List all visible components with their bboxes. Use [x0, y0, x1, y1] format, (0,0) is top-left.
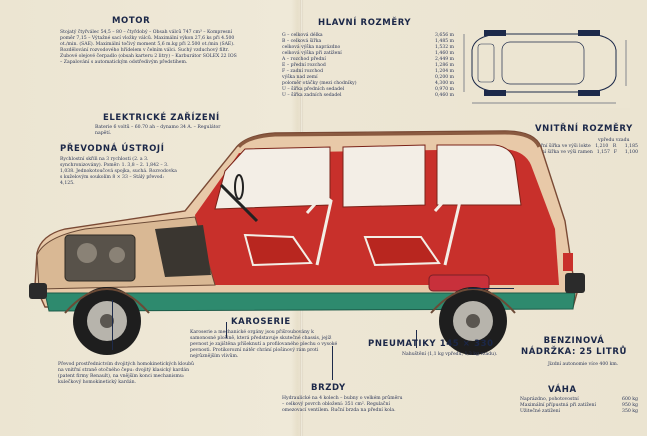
- weight-list-row: Maximální přípustná při zatížení 950 kg: [520, 403, 638, 409]
- front-seat: [243, 233, 313, 267]
- leader-line-tyres: [416, 330, 417, 348]
- body-text: Karoserie a mechanické orgány jsou přišr…: [190, 330, 338, 359]
- dim-list-v: 4,300 m: [435, 81, 454, 86]
- int-list-k: Vnitřní šířka ve výši lokte: [531, 144, 591, 149]
- dim-list-row: poloměr otáčky (mezi chodníky) 4,300 m: [282, 81, 454, 87]
- dim-list-row: celková výška při zatížení 1,460 m: [282, 51, 454, 57]
- dim-list-row: U – šířka zadních sedadel 0,460 m: [282, 93, 454, 99]
- weight-list-k: Maximální přípustná při zatížení: [520, 403, 596, 408]
- int-list-v2: 1,185: [624, 144, 638, 149]
- steering-column: [219, 183, 259, 223]
- rear-wheel: [439, 287, 507, 355]
- dim-list-row: U – šířka předních sedadel 0,970 m: [282, 87, 454, 93]
- top-view-diagram: [458, 20, 630, 108]
- dim-list-v: 1,460 m: [435, 51, 454, 56]
- transmission-text: Rychlostní skříň na 3 rychlosti (2. a 3.…: [60, 157, 177, 186]
- brakes-text: Hydraulické na 4 kolech – bubny o velkém…: [282, 396, 403, 413]
- dim-list-k: celková výška při zatížení: [282, 51, 342, 56]
- leader-line-tank: [468, 288, 514, 289]
- weight-list-v: 350 kg: [622, 409, 638, 414]
- dim-list-row: výška nad zemí 0,200 m: [282, 75, 454, 81]
- electrical-heading: ELEKTRICKÉ ZAŘÍZENÍ: [103, 113, 220, 123]
- dim-list-k: U – šířka zadních sedadel: [282, 93, 342, 98]
- int-list-m2: F: [613, 150, 617, 155]
- int-list-m2: R: [612, 144, 617, 149]
- dim-list-v: 1,532 m: [435, 45, 454, 50]
- dim-list-row: G – celková délka 3,656 m: [282, 33, 454, 39]
- dim-list-row: F – zadní rozchod 1,204 m: [282, 69, 454, 75]
- weight-list-k: Užitečné zatížení: [520, 409, 561, 414]
- leader-line-body: [226, 322, 227, 338]
- car-cutaway-illustration: [29, 130, 585, 355]
- int-list-v1: 1,157: [596, 150, 610, 155]
- dim-list-k: celková výška naprázdno: [282, 45, 341, 50]
- dim-list-v: 0,460 m: [435, 93, 454, 98]
- leader-line-suspension: [112, 300, 113, 350]
- electrical-text: Baterie 6 voltů – 60.70 ah – dynamo 34 A…: [95, 125, 221, 136]
- interior-heading: VNITŘNÍ ROZMĚRY: [535, 124, 633, 134]
- front-door-window: [214, 146, 331, 210]
- rear-quarter-window: [436, 144, 522, 206]
- dim-list-v: 0,970 m: [435, 87, 454, 92]
- weight-list-v: 950 kg: [622, 403, 638, 408]
- dim-list-k: U – šířka předních sedadel: [282, 87, 345, 92]
- tyres-heading: PNEUMATIKY 145 × 330: [368, 339, 494, 349]
- int-list-v2: 1,100: [624, 150, 638, 155]
- weight-list-row: Naprázdno, pohotovostní 600 kg: [520, 397, 638, 403]
- weight-heading: VÁHA: [548, 385, 577, 395]
- dim-list-v: 2,449 m: [435, 57, 454, 62]
- dim-list-v: 1,204 m: [435, 69, 454, 74]
- weight-list-row: Užitečné zatížení 350 kg: [520, 409, 638, 415]
- dim-list-k: E – přední rozchod: [282, 63, 326, 68]
- rear-door-window: [342, 144, 426, 208]
- dim-list-k: G – celková délka: [282, 33, 323, 38]
- transmission-heading: PŘEVODNÁ ÚSTROJÍ: [60, 144, 165, 154]
- dim-list-k: A – rozchod přední: [282, 57, 326, 62]
- dimensions-heading: HLAVNÍ ROZMĚRY: [318, 18, 412, 28]
- int-list-v1: 1,210: [595, 144, 609, 149]
- fuel-heading: BENZINOVÁ NÁDRŽKA: 25 LITRŮ: [521, 336, 627, 357]
- dim-list-row: B – celková šířka 1,485 m: [282, 39, 454, 45]
- dim-list-k: B – celková šířka: [282, 39, 322, 44]
- weight-list-v: 600 kg: [622, 397, 638, 402]
- motor-text: Stojatý čtyřválec 54,5 – 80 – čtyřdobý –…: [60, 30, 237, 65]
- fuel-text: Jízdní autonomie více 400 km.: [548, 362, 619, 367]
- rear-seat: [363, 236, 441, 267]
- dim-list-k: F – zadní rozchod: [282, 69, 324, 74]
- dim-list-row: E – přední rozchod 1,286 m: [282, 63, 454, 69]
- motor-heading: MOTOR: [112, 16, 151, 26]
- engine-block: [64, 234, 136, 282]
- int-list-k: Vnitřní šířka ve výši ramen: [529, 150, 593, 155]
- dim-list-v: 1,485 m: [435, 39, 454, 44]
- leader-line-brakes: [332, 346, 333, 380]
- dim-list-v: 3,656 m: [435, 33, 454, 38]
- dim-list-row: celková výška naprázdno 1,532 m: [282, 45, 454, 51]
- interior-subtitle: vpředu vzadu: [598, 138, 630, 143]
- dim-list-v: 0,200 m: [435, 75, 454, 80]
- steering-wheel: [234, 174, 244, 200]
- dim-list-k: výška nad zemí: [282, 75, 318, 80]
- dim-list-k: poloměr otáčky (mezi chodníky): [282, 81, 357, 86]
- dim-list-v: 1,286 m: [435, 63, 454, 68]
- dim-list-row: A – rozchod přední 2,449 m: [282, 57, 454, 63]
- weight-list-k: Naprázdno, pohotovostní: [520, 397, 579, 402]
- front-wheel: [73, 287, 141, 355]
- tyres-text: Nahuštění (1,1 kg vpředu, 1,3 kg vzadu).: [402, 352, 498, 357]
- body-heading: KAROSERIE: [231, 317, 291, 327]
- drive-text: Převod prostřednictvím dvojitých homokin…: [58, 362, 194, 385]
- brakes-heading: BRZDY: [311, 383, 346, 393]
